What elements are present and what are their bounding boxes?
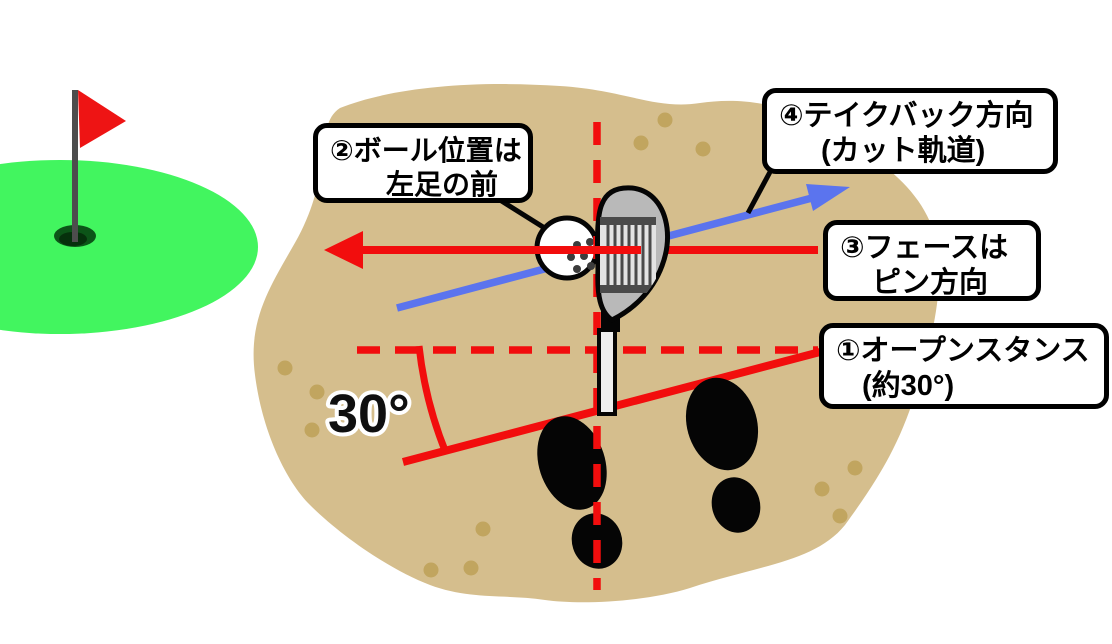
label-step1-open-stance: ①オープンスタンス (約30°) [819, 323, 1109, 409]
label-step3-face-to-pin: ③フェースは ピン方向 [823, 220, 1041, 301]
right-foot-heel [711, 477, 761, 533]
label-step2-ball-position: ②ボール位置は 左足の前 [313, 123, 533, 203]
label-step3-line1: ③フェースは [840, 232, 1009, 264]
wedge-club-icon [590, 185, 671, 416]
callout-line-ball [498, 197, 545, 230]
label-step3-line2: ピン方向 [872, 267, 989, 300]
callout-line-takeback [745, 170, 773, 215]
club-shaft [597, 328, 617, 416]
pin-flag-icon [78, 90, 126, 148]
footprints-icon [537, 377, 761, 569]
label-step1-line1: ①オープンスタンス [836, 335, 1090, 367]
flagstick-icon [72, 90, 78, 242]
right-foot-sole [685, 377, 759, 471]
label-step4-line2: (カット軌道) [821, 135, 986, 168]
label-step1-line2: (約30°) [862, 370, 955, 403]
label-step4-line1: ④テイクバック方向 [779, 100, 1034, 132]
label-step2-line1: ②ボール位置は [330, 135, 522, 166]
target-line-arrow-head [324, 231, 363, 269]
club-face [600, 217, 656, 293]
angle-label: 30° [328, 384, 410, 444]
label-step2-line2: 左足の前 [386, 169, 499, 201]
takeback-arrow-head [806, 184, 850, 211]
sand-speckles [277, 112, 863, 578]
left-foot-sole [537, 416, 607, 510]
angle-arc [415, 345, 450, 455]
green-icon [0, 160, 258, 334]
label-step4-takeback: ④テイクバック方向 (カット軌道) [762, 88, 1058, 174]
bunker-sand-icon [253, 84, 940, 603]
